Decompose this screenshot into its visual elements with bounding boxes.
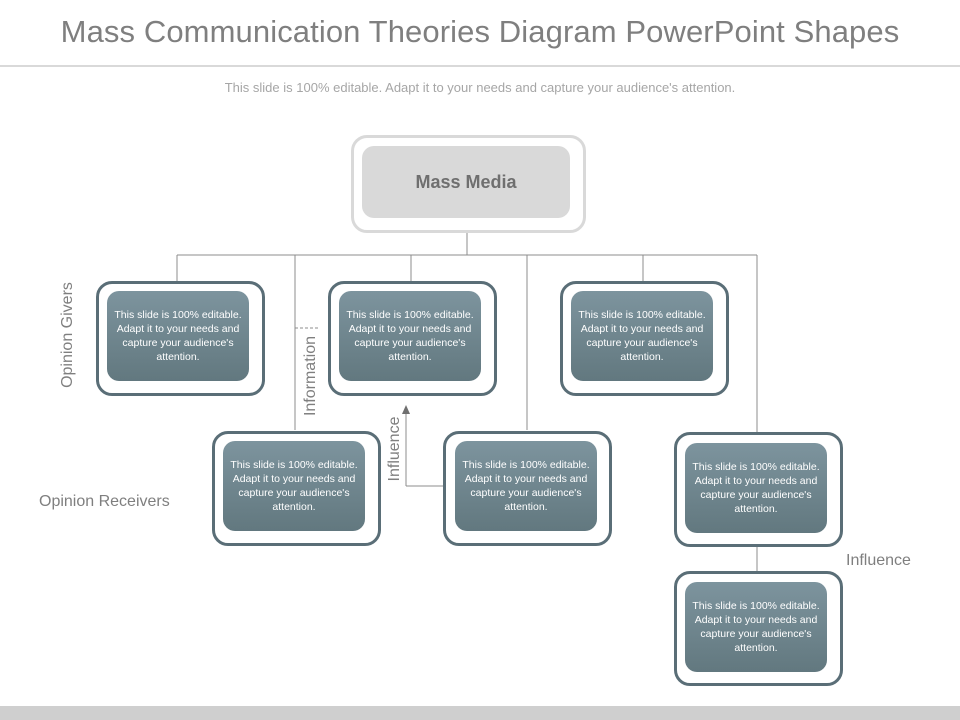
influence-right-label: Influence [846,552,911,569]
slide-title: Mass Communication Theories Diagram Powe… [60,14,900,49]
slide-subtitle: This slide is 100% editable. Adapt it to… [224,80,736,95]
influence-vertical-label: Influence [386,416,403,482]
opinion-receiver-box-4: This slide is 100% editable. Adapt it to… [685,582,827,672]
opinion-givers-label: Opinion Givers [59,282,76,388]
opinion-giver-box-1: This slide is 100% editable. Adapt it to… [107,291,249,381]
bottom-bar [0,706,960,720]
opinion-receiver-box-1: This slide is 100% editable. Adapt it to… [223,441,365,531]
opinion-giver-box-3: This slide is 100% editable. Adapt it to… [571,291,713,381]
influence-arrowhead [402,405,410,414]
opinion-giver-box-2: This slide is 100% editable. Adapt it to… [339,291,481,381]
title-divider [0,65,960,67]
opinion-receiver-box-2: This slide is 100% editable. Adapt it to… [455,441,597,531]
opinion-receiver-box-3: This slide is 100% editable. Adapt it to… [685,443,827,533]
mass-media-box: Mass Media [362,146,570,218]
information-label: Information [302,335,319,417]
opinion-receivers-label: Opinion Receivers [39,493,170,510]
